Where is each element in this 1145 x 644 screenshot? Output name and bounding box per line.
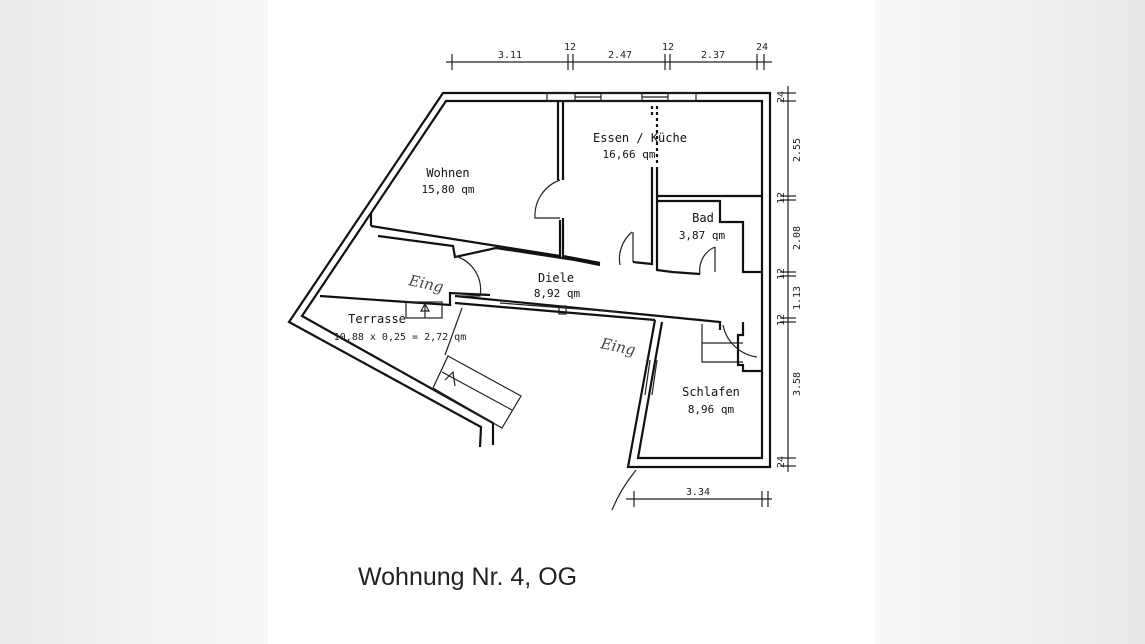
dim-right-3: 12 <box>776 192 787 204</box>
room-name-bad: Bad <box>692 211 714 225</box>
dim-top-5: 2.37 <box>701 50 725 61</box>
floor-plan-panel <box>268 0 875 644</box>
top-windows <box>546 92 697 102</box>
room-name-schlafen: Schlafen <box>682 385 740 399</box>
room-area-schlafen: 8,96 qm <box>688 403 735 416</box>
interior-walls <box>319 101 762 429</box>
dimension-top: 3.11 12 2.47 12 2.37 24 <box>446 42 772 70</box>
dim-top-2: 12 <box>564 42 576 53</box>
dim-top-4: 12 <box>662 42 674 53</box>
dim-right-1: 24 <box>776 91 787 103</box>
dim-right-9: 24 <box>776 456 787 468</box>
dim-right-7: 12 <box>776 314 787 326</box>
room-name-terrasse: Terrasse <box>348 312 406 326</box>
room-name-essen-kueche: Essen / Küche <box>593 131 687 145</box>
dimension-right: 24 2.55 12 2.08 12 1.13 12 3.58 24 <box>776 86 803 472</box>
handwritten-eing-terrace: Eing <box>406 271 445 296</box>
room-name-wohnen: Wohnen <box>426 166 469 180</box>
dim-right-5: 12 <box>776 268 787 280</box>
dim-right-8: 3.58 <box>792 372 803 396</box>
plan-caption: Wohnung Nr. 4, OG <box>358 563 578 591</box>
dimension-bottom: 3.34 <box>626 487 772 507</box>
handwritten-eing-entrance: Eing <box>598 334 637 359</box>
dim-top-1: 3.11 <box>498 50 522 61</box>
doors <box>454 179 758 511</box>
dim-bottom-1: 3.34 <box>686 487 710 498</box>
room-area-terrasse: 10,88 x 0,25 = 2,72 qm <box>334 332 466 343</box>
blurred-background-right <box>875 0 1145 644</box>
dim-top-6: 24 <box>756 42 768 53</box>
room-area-wohnen: 15,80 qm <box>422 183 475 196</box>
room-area-essen-kueche: 16,66 qm <box>603 148 656 161</box>
dim-right-2: 2.55 <box>792 138 803 162</box>
dim-right-6: 1.13 <box>792 286 803 310</box>
room-area-bad: 3,87 qm <box>679 229 726 242</box>
dim-right-4: 2.08 <box>792 226 803 250</box>
room-name-diele: Diele <box>538 271 574 285</box>
dim-top-3: 2.47 <box>608 50 632 61</box>
room-area-diele: 8,92 qm <box>534 287 581 300</box>
blurred-background-left <box>0 0 268 644</box>
